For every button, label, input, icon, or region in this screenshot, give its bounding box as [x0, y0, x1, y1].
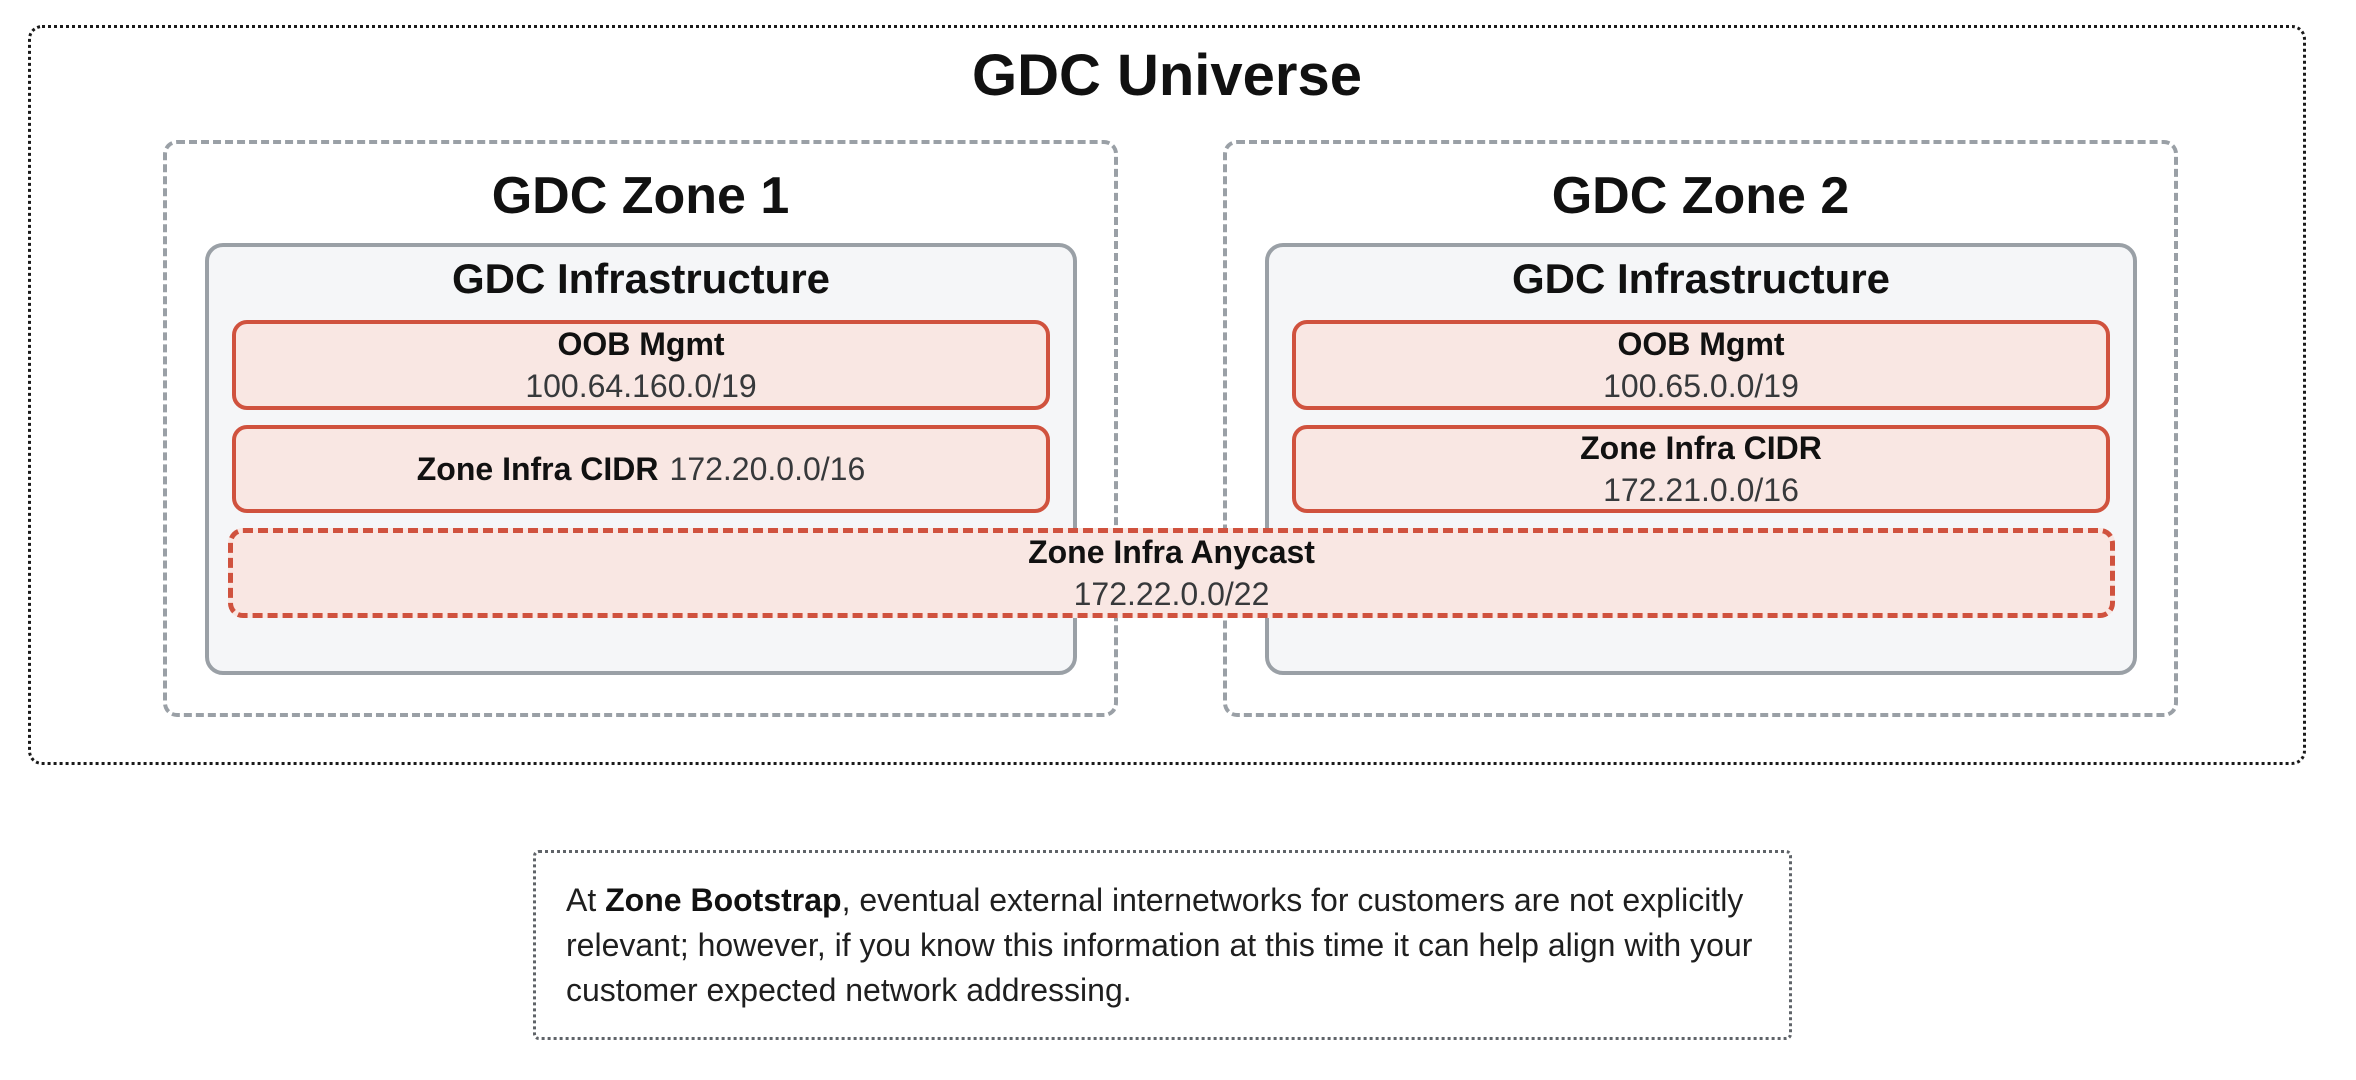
zone1-infra-cidr-box: Zone Infra CIDR 172.20.0.0/16 [232, 425, 1050, 513]
zone2-oob-mgmt-cidr: 100.65.0.0/19 [1603, 368, 1799, 404]
zone-bootstrap-note: At Zone Bootstrap, eventual external int… [533, 850, 1792, 1040]
zone2-infra-cidr-value: 172.21.0.0/16 [1603, 472, 1799, 508]
zone-infra-anycast-box: Zone Infra Anycast 172.22.0.0/22 [228, 528, 2115, 618]
zone1-oob-mgmt-cidr: 100.64.160.0/19 [525, 368, 757, 404]
zone2-title: GDC Zone 2 [1551, 167, 1850, 225]
zone2-infra-cidr-label: Zone Infra CIDR [1580, 430, 1822, 466]
zone2-container [1223, 140, 2178, 717]
zone1-oob-mgmt-label: OOB Mgmt [557, 326, 725, 362]
zone1-oob-mgmt-box: OOB Mgmt 100.64.160.0/19 [232, 320, 1050, 410]
note-prefix: At [566, 881, 597, 918]
zone1-container [163, 140, 1118, 717]
zone1-infra-cidr-value: 172.20.0.0/16 [669, 451, 866, 487]
zone1-infrastructure-title: GDC Infrastructure [451, 255, 831, 302]
zone-bootstrap-note-text: At Zone Bootstrap, eventual external int… [566, 878, 1759, 1013]
zone2-infra-cidr-box: Zone Infra CIDR 172.21.0.0/16 [1292, 425, 2110, 513]
zone-infra-anycast-cidr: 172.22.0.0/22 [1073, 576, 1270, 612]
note-rest: , eventual external internetworks for cu… [566, 881, 1753, 1008]
universe-title: GDC Universe [971, 43, 1363, 108]
zone2-oob-mgmt-label: OOB Mgmt [1617, 326, 1785, 362]
universe-container [28, 25, 2306, 765]
zone-infra-anycast-label: Zone Infra Anycast [1028, 534, 1315, 570]
zone1-infra-cidr-label: Zone Infra CIDR [416, 451, 659, 487]
zone2-infrastructure-title: GDC Infrastructure [1511, 255, 1891, 302]
note-bold-term: Zone Bootstrap [605, 881, 842, 918]
zone1-title: GDC Zone 1 [491, 167, 790, 225]
zone2-oob-mgmt-box: OOB Mgmt 100.65.0.0/19 [1292, 320, 2110, 410]
